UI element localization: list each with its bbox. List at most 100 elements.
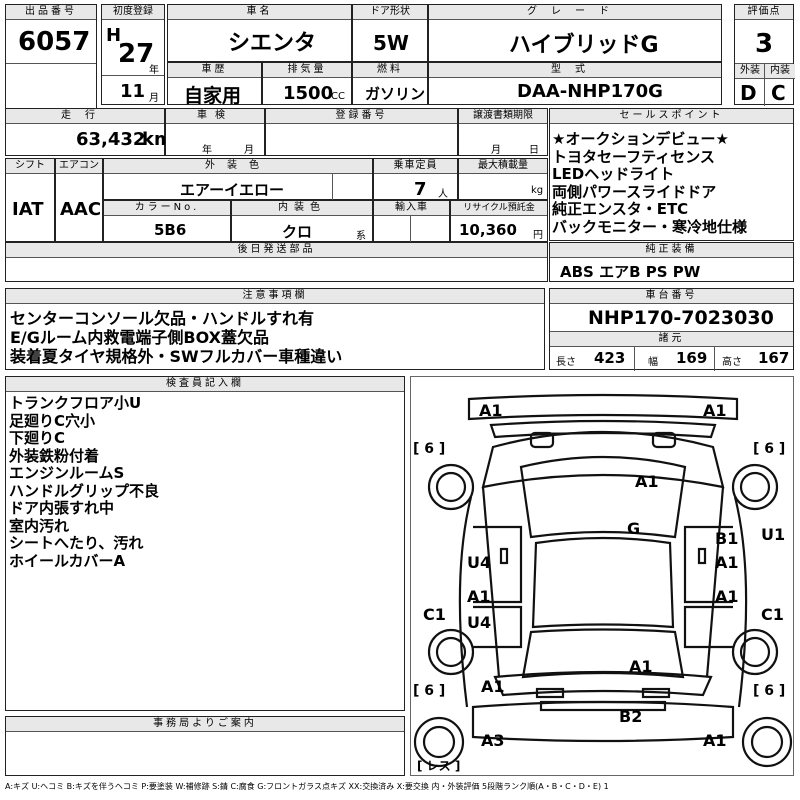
aircon-box: エアコン AAC [55,158,103,242]
car-name-box: 車名 シエンタ [167,4,352,62]
exterior-grade: D [740,81,757,105]
damage-mark: A1 [467,587,491,606]
kg-unit: kg [531,185,544,196]
width: 169 [676,349,708,367]
era: H [106,25,122,46]
reg-no-label: 登録番号 [266,109,457,124]
exterior-label: 外装 [735,64,765,79]
damage-mark: B1 [715,529,739,548]
equipment: ABS エアB PS PW [560,263,701,281]
reg-no-box: 登録番号 [265,108,458,156]
office-box: 事務局よりご案内 [5,716,405,776]
mileage-box: 走行 63,432 km [5,108,173,156]
inspection-box: 車検 年 月 [165,108,265,156]
inspector-note: ドア内張すれ中 [9,499,115,517]
equipment-label: 純正装備 [550,243,793,258]
grade: ハイブリッドG [509,33,659,58]
inspector-note: ハンドルグリップ不良 [9,481,160,500]
inspector-note: 下廻りC [9,429,66,447]
chassis-box: 車台番号 NHP170-7023030 諸元 長さ 423 幅 169 高さ 1… [549,288,794,371]
damage-mark: A1 [715,553,739,572]
height: 167 [758,349,790,367]
car-name-label: 車名 [168,5,351,20]
int-color: クロ [282,223,313,241]
color-no-label: カラーNo. [104,201,230,216]
car-outline [413,393,793,768]
door-box: ドア形状 5W [352,4,428,62]
history: 自家用 [184,85,242,107]
capacity-label: 乗車定員 [374,159,457,174]
equipment-box: 純正装備 ABS エアB PS PW [549,242,794,282]
inspector-note: シートへたり、汚れ [9,534,144,552]
height-label: 高さ [722,357,742,368]
aircon-label: エアコン [56,159,102,174]
color-no-box: カラーNo. 5B6 [103,200,231,242]
notes-list: センターコンソール欠品・ハンドルすれ有 E/Gルーム内救電端子側BOX蓋欠品 装… [10,309,342,366]
inspection-label: 車検 [166,109,264,124]
tire-tread: [ 6 ] [753,441,786,457]
ext-color-box: 外装色 エアーイエロー [103,158,373,201]
width-label: 幅 [648,357,658,368]
capacity-box: 乗車定員 7 人 [373,158,458,200]
note-line: センターコンソール欠品・ハンドルすれ有 [10,309,315,328]
fuel-label: 燃料 [353,63,427,78]
later-parts-label: 後日発送部品 [6,243,547,258]
damage-mark: C1 [423,605,446,624]
recycle-label: リサイクル預託金 [451,201,547,216]
door-label: ドア形状 [353,5,427,20]
inspector-label: 検査員記入欄 [6,377,404,392]
tire-tread: [ 6 ] [413,441,446,457]
recycle: 10,360 [459,221,517,239]
sales-points-box: セールスポイント ★オークションデビュー★ トヨタセーフティセンス LEDヘッド… [549,108,794,241]
capacity: 7 [414,179,427,200]
grade-box: グレード ハイブリッドG [428,4,722,62]
car-name: シエンタ [228,31,317,56]
damage-legend: A:キズ U:ヘコミ B:キズを伴うヘコミ P:要塗装 W:補修跡 S:錆 C:… [5,782,609,791]
damage-diagram: A1 A1 A1 G B1 U1 U4 A1 A1 A1 C1 U4 C1 A1… [410,376,794,776]
int-color-box: 内装色 クロ 系 [231,200,373,242]
sales-point: トヨタセーフティセンス [552,147,715,166]
month-unit: 月 [149,93,159,104]
displacement-box: 排気量 1500 CC [262,62,352,105]
damage-mark: A1 [629,657,653,676]
damage-mark: A3 [481,731,505,750]
ext-color-label: 外装色 [104,159,372,174]
damage-mark: A1 [481,677,505,696]
displacement-label: 排気量 [263,63,351,78]
later-parts-box: 後日発送部品 [5,242,548,282]
notes-label: 注意事項欄 [6,289,544,304]
model-code: DAA-NHP170G [517,81,663,102]
sales-point: 純正エンスタ・ETC [552,200,689,218]
tire-tread: [ 6 ] [413,683,446,699]
damage-mark: B2 [619,707,643,726]
inspector-note: トランクフロア小U [9,394,142,412]
length-label: 長さ [556,357,576,368]
mileage-label: 走行 [6,109,164,124]
damage-mark: A1 [479,401,503,420]
dimensions-label: 諸元 [550,331,793,347]
inspection-month-unit: 月 [244,145,254,156]
series-unit: 系 [356,231,366,242]
first-reg-label: 初度登録 [102,5,164,20]
displacement: 1500 [283,83,334,104]
damage-mark: U1 [761,525,786,544]
grade-label: グレード [429,5,721,20]
reg-year: 27 [118,39,155,69]
max-load-box: 最大積載量 kg [458,158,548,200]
score-label: 評価点 [735,5,793,20]
sales-points-list: ★オークションデビュー★ トヨタセーフティセンス LEDヘッドライト 両側パワー… [552,130,747,236]
recycle-box: リサイクル預託金 10,360 円 [450,200,548,242]
fuel-box: 燃料 ガソリン [352,62,428,105]
damage-mark: A1 [703,401,727,420]
note-line: 装着夏タイヤ規格外・SWフルカバー車種違い [10,347,343,366]
inspector-note: ホイールカバーA [9,551,126,570]
shift-label: シフト [6,159,54,174]
damage-mark: C1 [761,605,784,624]
inspection-year-unit: 年 [202,145,212,156]
shift: IAT [12,199,44,220]
inspector-note: エンジンルームS [9,464,125,482]
int-color-label: 内装色 [232,201,372,216]
chassis-label: 車台番号 [550,289,793,304]
notes-box: 注意事項欄 センターコンソール欠品・ハンドルすれ有 E/Gルーム内救電端子側BO… [5,288,545,370]
inspector-list: トランクフロア小U 足廻りC穴小 下廻りC 外装鉄粉付着 エンジンルームS ハン… [9,394,160,570]
